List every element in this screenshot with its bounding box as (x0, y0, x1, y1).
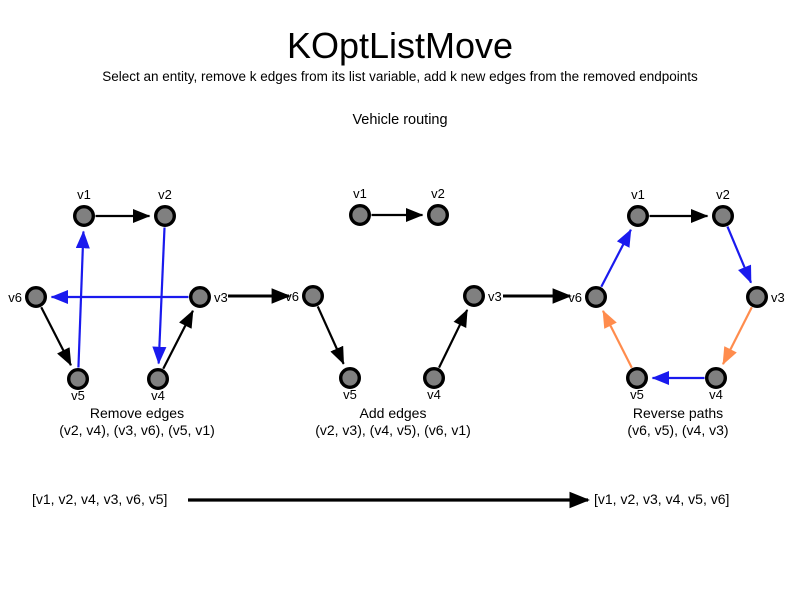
node-label: v5 (630, 387, 644, 402)
panel-add-caption-line-2: (v2, v3), (v4, v5), (v6, v1) (315, 422, 471, 438)
node-circle (302, 285, 325, 308)
panel-add-node-v1[interactable]: v1 (349, 186, 372, 226)
node-label: v2 (431, 186, 445, 201)
panel-remove-caption-line-1: Remove edges (90, 405, 184, 421)
panel-reverse-node-v3[interactable]: v3 (746, 286, 785, 309)
node-label: v4 (427, 387, 441, 402)
panel-remove-node-v5[interactable]: v5 (66, 368, 89, 403)
panel-reverse-caption-line-1: Reverse paths (633, 405, 723, 421)
panel-add-caption-line-1: Add edges (360, 405, 427, 421)
panel-reverse-caption-line-2: (v6, v5), (v4, v3) (627, 422, 728, 438)
panel-reverse-node-v2[interactable]: v2 (712, 187, 735, 227)
panel-reverse-edge-v3-v4 (722, 306, 753, 365)
panel-remove-node-v2[interactable]: v2 (153, 187, 176, 227)
node-circle (72, 204, 95, 227)
node-label: v3 (488, 289, 502, 304)
node-label: v2 (158, 187, 172, 202)
panel-reverse-node-v4[interactable]: v4 (705, 367, 728, 402)
node-circle (339, 367, 362, 390)
node-circle (153, 204, 176, 227)
node-circle (188, 286, 211, 309)
panel-remove-caption-line-2: (v2, v4), (v3, v6), (v5, v1) (59, 422, 215, 438)
panel-remove-node-v3[interactable]: v3 (188, 286, 228, 309)
panel-add-node-v2[interactable]: v2 (427, 186, 450, 226)
panel-remove-edge-v5-v1 (75, 230, 90, 368)
page-subtitle: Select an entity, remove k edges from it… (102, 69, 698, 84)
panel-remove-node-v1[interactable]: v1 (72, 187, 95, 227)
node-label: v6 (8, 290, 22, 305)
panel-add-edge-v6-v5 (316, 306, 345, 365)
panel-add-node-v4[interactable]: v4 (423, 367, 446, 402)
node-label: v6 (568, 290, 582, 305)
panel-reverse-edge-v5-v6 (602, 310, 633, 369)
panel-reverse-node-v5[interactable]: v5 (626, 367, 649, 402)
panel-add-node-v6[interactable]: v6 (285, 285, 325, 308)
panel-add-node-v5[interactable]: v5 (339, 367, 362, 402)
node-circle (423, 367, 446, 390)
node-circle (585, 286, 608, 309)
node-label: v4 (151, 388, 165, 403)
panel-reverse-node-v6[interactable]: v6 (568, 286, 608, 309)
node-label: v5 (71, 388, 85, 403)
node-label: v3 (771, 290, 785, 305)
panel-add-node-v3[interactable]: v3 (463, 285, 502, 308)
node-circle (25, 286, 48, 309)
node-label: v1 (77, 187, 91, 202)
panel-reverse-edge-v6-v1 (600, 228, 632, 288)
panel-remove-node-v4[interactable]: v4 (146, 368, 169, 403)
footer-layer: [v1, v2, v4, v3, v6, v5] [v1, v2, v3, v4,… (32, 491, 729, 509)
footer-after-list: [v1, v2, v3, v4, v5, v6] (594, 491, 729, 507)
node-circle (427, 203, 450, 226)
nodes-layer: v1 v2 v3 v4 v5 v6 v1 v2 v3 v4 v5 v6 v1 v2 v3 v4 v5 v6 (8, 186, 784, 403)
node-circle (712, 204, 735, 227)
node-circle (146, 368, 169, 391)
page-title: KOptListMove (286, 25, 514, 66)
node-label: v3 (214, 290, 228, 305)
node-label: v5 (343, 387, 357, 402)
captions-layer: Remove edges(v2, v4), (v3, v6), (v5, v1)… (59, 405, 728, 438)
footer-before-list: [v1, v2, v4, v3, v6, v5] (32, 491, 167, 507)
panel-remove-node-v6[interactable]: v6 (8, 286, 48, 309)
panel-remove-edge-v2-v4 (152, 227, 167, 365)
node-circle (627, 204, 650, 227)
node-circle (463, 285, 486, 308)
node-circle (705, 367, 728, 390)
node-label: v1 (353, 186, 367, 201)
panel-reverse-node-v1[interactable]: v1 (627, 187, 650, 227)
panel-reverse-edge-v2-v3 (726, 226, 753, 284)
panel-remove-edge-v4-v3 (162, 310, 194, 370)
node-circle (349, 203, 372, 226)
panel-add-edge-v4-v3 (438, 309, 469, 369)
node-circle (626, 367, 649, 390)
node-circle (66, 368, 89, 391)
panel-remove-edge-v6-v5 (40, 306, 72, 366)
node-label: v4 (709, 387, 723, 402)
node-label: v2 (716, 187, 730, 202)
section-label: Vehicle routing (352, 112, 448, 128)
node-label: v1 (631, 187, 645, 202)
node-circle (746, 286, 769, 309)
edges-layer (40, 207, 753, 386)
